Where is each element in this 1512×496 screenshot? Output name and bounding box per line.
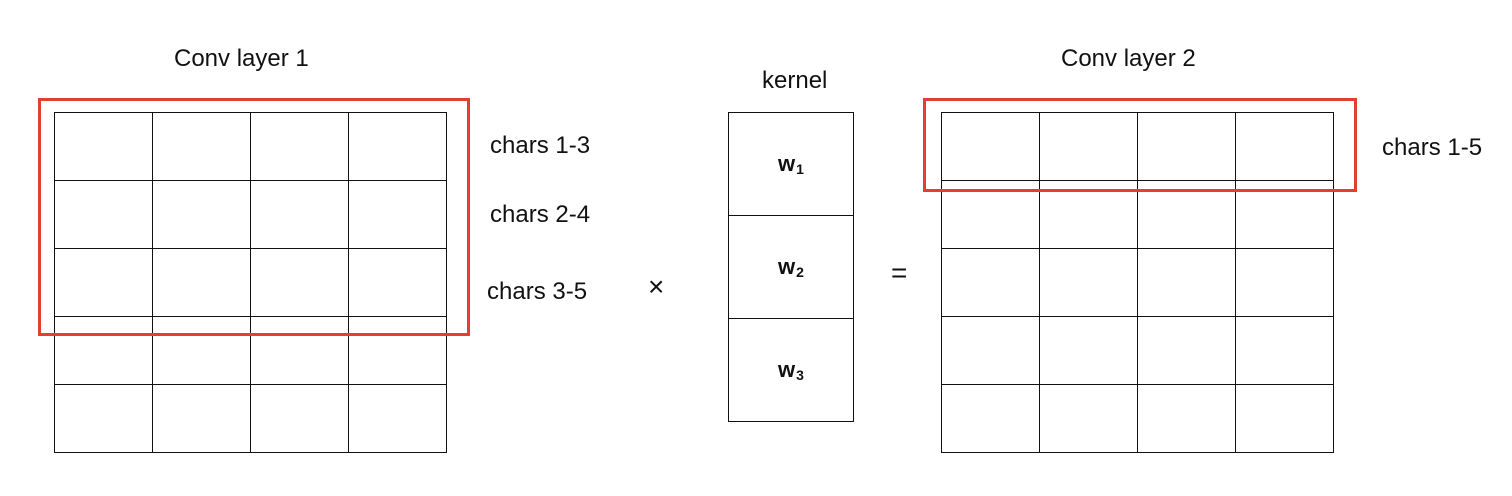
row-label-chars-3-5: chars 3-5 bbox=[487, 278, 588, 305]
grid-cell bbox=[54, 384, 153, 453]
grid-cell bbox=[1235, 248, 1334, 317]
grid-cell bbox=[152, 112, 251, 181]
conv-layer-2-grid bbox=[941, 112, 1334, 453]
grid-cell bbox=[941, 316, 1040, 385]
grid-row bbox=[54, 384, 447, 453]
multiply-operator: × bbox=[648, 271, 665, 302]
kernel-weight-w2: w2 bbox=[728, 215, 854, 319]
kernel-row: w3 bbox=[728, 318, 854, 422]
kernel-weight-w3: w3 bbox=[728, 318, 854, 422]
kernel-row: w1 bbox=[728, 112, 854, 216]
grid-cell bbox=[348, 384, 447, 453]
grid-cell bbox=[1137, 316, 1236, 385]
row-label-chars-1-3: chars 1-3 bbox=[490, 132, 591, 159]
grid-cell bbox=[348, 248, 447, 317]
grid-row bbox=[941, 112, 1334, 181]
grid-cell bbox=[1235, 180, 1334, 249]
grid-cell bbox=[1039, 384, 1138, 453]
grid-row bbox=[941, 180, 1334, 249]
grid-cell bbox=[941, 180, 1040, 249]
grid-cell bbox=[250, 316, 349, 385]
grid-row bbox=[54, 112, 447, 181]
grid-row bbox=[941, 384, 1334, 453]
grid-cell bbox=[152, 180, 251, 249]
grid-cell bbox=[1137, 180, 1236, 249]
grid-cell bbox=[348, 316, 447, 385]
conv-layer-2-title: Conv layer 2 bbox=[1061, 45, 1196, 72]
grid-row bbox=[54, 248, 447, 317]
grid-cell bbox=[1039, 112, 1138, 181]
kernel-row: w2 bbox=[728, 215, 854, 319]
grid-row bbox=[54, 316, 447, 385]
grid-cell bbox=[941, 384, 1040, 453]
grid-cell bbox=[54, 248, 153, 317]
grid-cell bbox=[152, 384, 251, 453]
grid-cell bbox=[250, 112, 349, 181]
grid-row bbox=[941, 248, 1334, 317]
grid-cell bbox=[1235, 384, 1334, 453]
grid-cell bbox=[1235, 112, 1334, 181]
grid-cell bbox=[1137, 248, 1236, 317]
kernel-title: kernel bbox=[762, 67, 828, 94]
grid-row bbox=[941, 316, 1334, 385]
grid-cell bbox=[250, 384, 349, 453]
grid-cell bbox=[941, 248, 1040, 317]
kernel-grid: w1 w2 w3 bbox=[728, 112, 854, 422]
grid-cell bbox=[54, 180, 153, 249]
grid-cell bbox=[1235, 316, 1334, 385]
grid-cell bbox=[250, 180, 349, 249]
grid-cell bbox=[152, 316, 251, 385]
grid-cell bbox=[1137, 384, 1236, 453]
grid-cell bbox=[941, 112, 1040, 181]
kernel-weight-w1: w1 bbox=[728, 112, 854, 216]
conv-layer-1-grid bbox=[54, 112, 447, 453]
row-label-chars-2-4: chars 2-4 bbox=[490, 201, 591, 228]
grid-cell bbox=[250, 248, 349, 317]
grid-cell bbox=[1137, 112, 1236, 181]
grid-cell bbox=[1039, 248, 1138, 317]
grid-row bbox=[54, 180, 447, 249]
equals-operator: = bbox=[891, 257, 908, 288]
grid-cell bbox=[152, 248, 251, 317]
conv-layer-1-title: Conv layer 1 bbox=[174, 45, 309, 72]
grid-cell bbox=[54, 316, 153, 385]
grid-cell bbox=[348, 180, 447, 249]
grid-cell bbox=[1039, 316, 1138, 385]
grid-cell bbox=[54, 112, 153, 181]
grid-cell bbox=[348, 112, 447, 181]
grid-cell bbox=[1039, 180, 1138, 249]
row-label-chars-1-5: chars 1-5 bbox=[1382, 134, 1483, 161]
